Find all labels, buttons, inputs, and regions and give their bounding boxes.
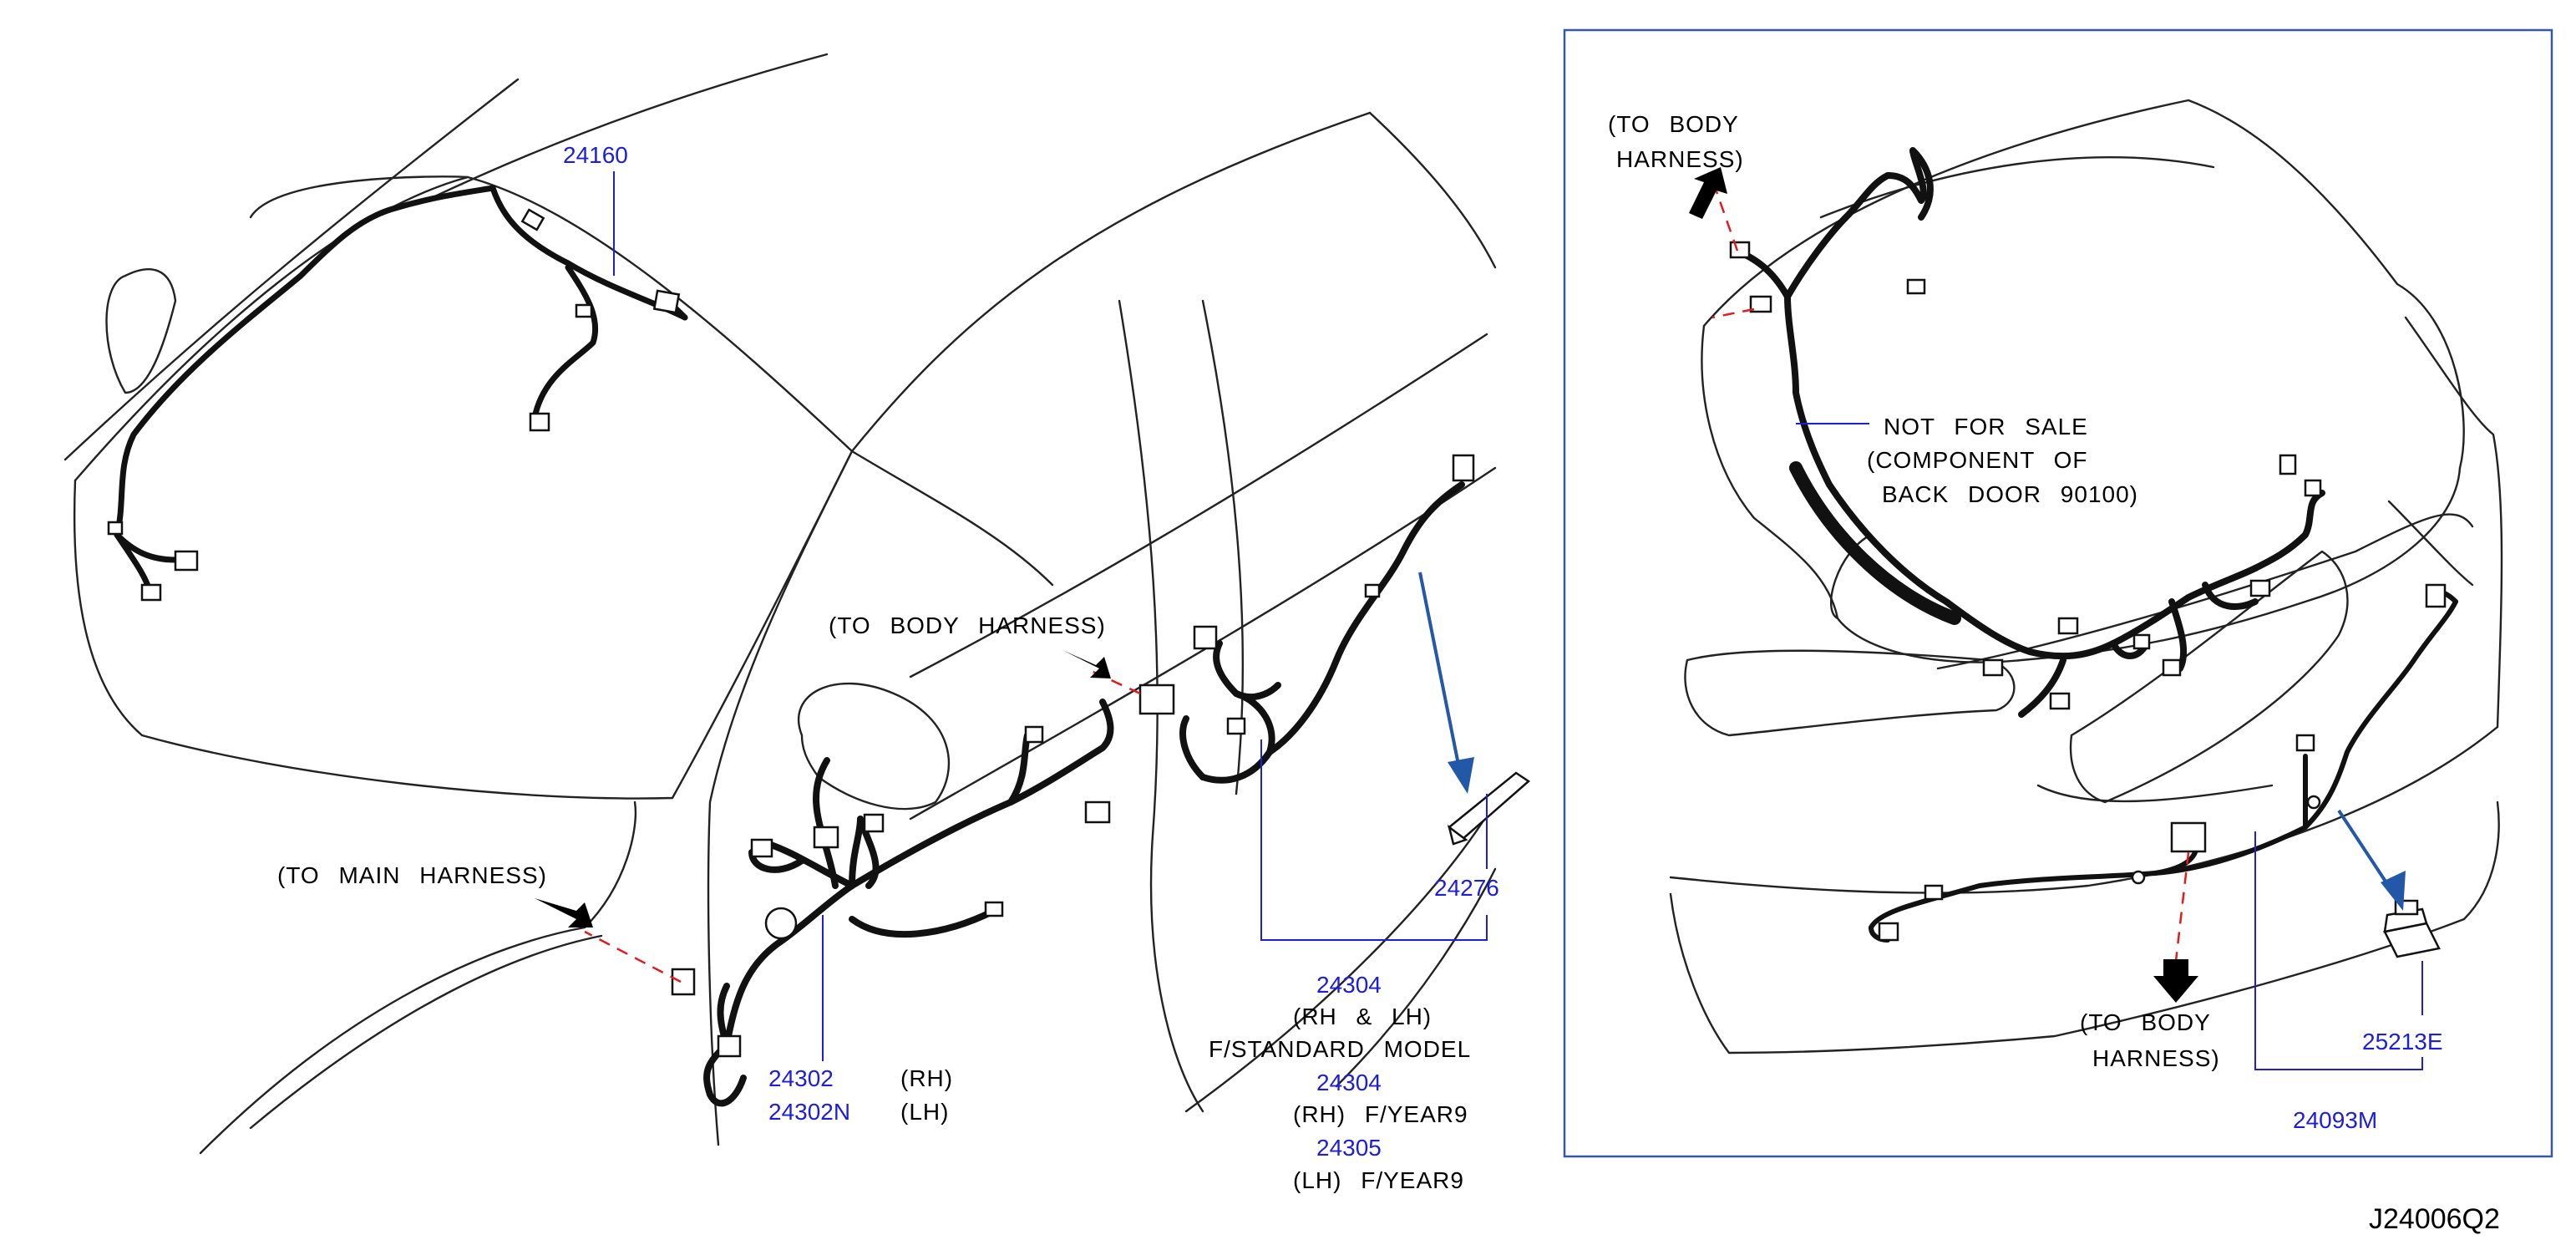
- bumper-harness-24093m: [1869, 589, 2458, 943]
- clip-25213e: [2383, 899, 2441, 958]
- front-door-harness-24302: [703, 699, 1114, 1107]
- roof-harness-24160: [114, 185, 688, 597]
- label-not-for-sale-3: BACK DOOR 90100): [1882, 481, 2138, 507]
- black-arrow-body-harness-front: [1062, 650, 1111, 678]
- back-door-connectors: [1729, 241, 2322, 710]
- label-not-for-sale-2: (COMPONENT OF: [1867, 447, 2087, 473]
- front-door-connectors: [671, 725, 1111, 1058]
- front-body-outline: [63, 53, 1497, 1155]
- label-to-main-harness: (TO MAIN HARNESS): [277, 862, 547, 888]
- dashed-line-body-harness-front: [1085, 667, 1141, 695]
- label-24305: 24305: [1316, 1135, 1382, 1161]
- label-24302: 24302: [768, 1065, 834, 1091]
- label-rh-and-lh: (RH & LH): [1293, 1004, 1432, 1029]
- back-door-outline: [1669, 99, 2503, 1055]
- rear-door-harness-24304: [1179, 481, 1465, 784]
- label-24093m: 24093M: [2293, 1107, 2377, 1133]
- label-25213e: 25213E: [2362, 1029, 2443, 1055]
- label-not-for-sale-1: NOT FOR SALE: [1884, 414, 2088, 440]
- back-door-harness-thick-section: [1789, 461, 1961, 625]
- label-to-body-bottom-1: (TO BODY: [2080, 1009, 2211, 1035]
- label-lh: (LH): [900, 1099, 949, 1125]
- black-arrow-body-harness-top: [1689, 167, 1727, 219]
- label-to-body-top-2: HARNESS): [1616, 146, 1744, 172]
- clip-24276: [1447, 771, 1531, 846]
- label-f-standard-model: F/STANDARD MODEL: [1209, 1036, 1471, 1062]
- bumper-harness-connectors: [1878, 583, 2447, 942]
- dashed-line-body-harness-top-2: [1711, 307, 1755, 319]
- label-to-body-top-1: (TO BODY: [1608, 111, 1739, 137]
- blue-arrow-25213e: [2337, 809, 2396, 896]
- roof-harness-connectors: [107, 208, 681, 602]
- label-24304-b: 24304: [1316, 1070, 1382, 1095]
- label-24160: 24160: [563, 142, 628, 168]
- label-to-body-harness-front: (TO BODY HARNESS): [829, 612, 1106, 638]
- label-24304-a: 24304: [1316, 972, 1382, 998]
- dashed-line-body-harness-bottom: [2174, 851, 2190, 962]
- back-door-panel-frame: [1563, 28, 2553, 1158]
- rear-door-connectors: [1138, 454, 1475, 735]
- leader-lines-left: [613, 171, 1488, 1061]
- diagram-id: J24006Q2: [2369, 1203, 2500, 1235]
- blue-arrowhead-24276: [1448, 757, 1474, 794]
- label-rh: (RH): [900, 1065, 953, 1091]
- black-arrow-body-harness-bottom: [2153, 959, 2198, 1003]
- black-arrow-main-harness: [535, 898, 593, 927]
- label-lh-f-year9: (LH) F/YEAR9: [1293, 1167, 1464, 1193]
- label-24302n: 24302N: [768, 1099, 850, 1125]
- blue-arrow-24276: [1418, 572, 1463, 782]
- label-24276: 24276: [1434, 875, 1499, 901]
- blue-arrowhead-25213e: [2381, 871, 2406, 911]
- dashed-line-body-harness-top: [1711, 179, 1739, 252]
- leader-lines-right: [1796, 423, 2423, 1070]
- dashed-line-main-harness: [584, 930, 682, 983]
- label-to-body-bottom-2: HARNESS): [2092, 1045, 2220, 1071]
- label-rh-f-year9: (RH) F/YEAR9: [1293, 1101, 1468, 1127]
